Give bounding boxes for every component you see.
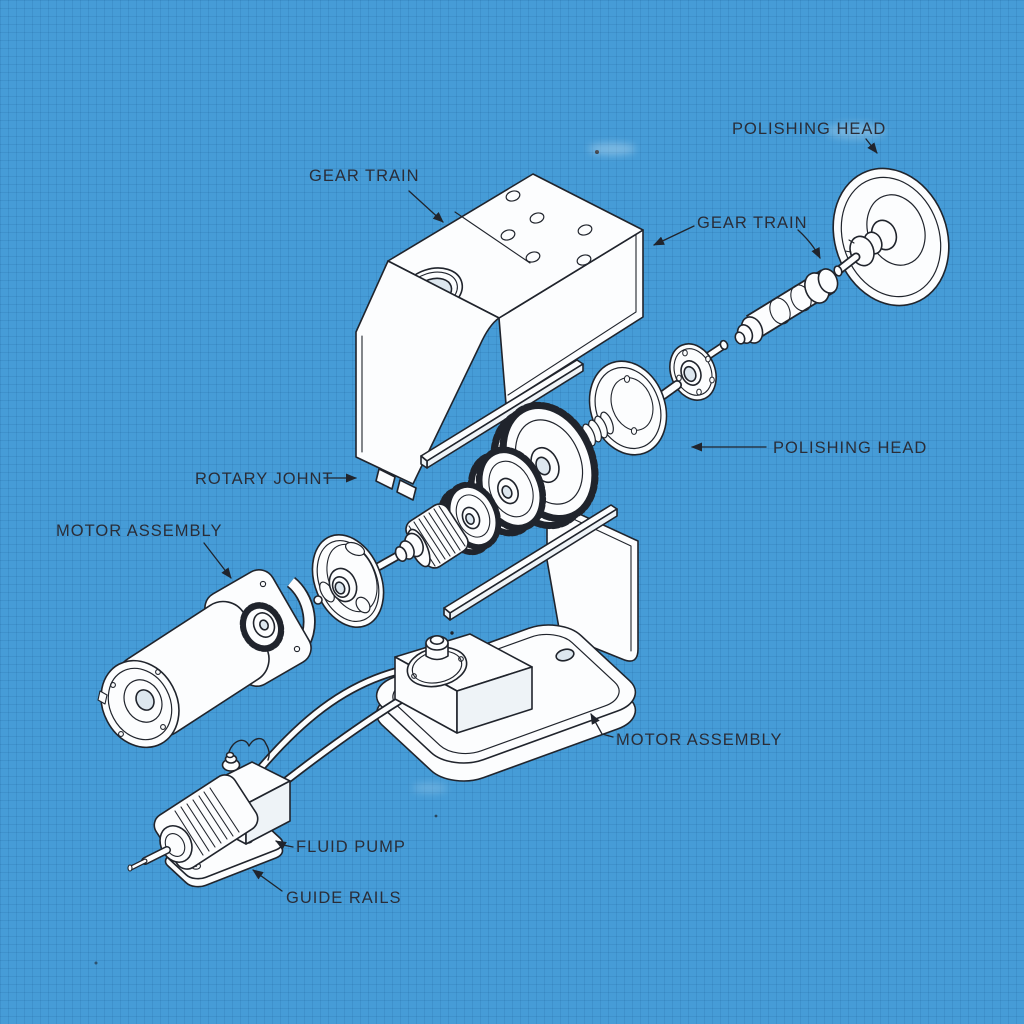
leader-gear-train-2-right [797,229,821,259]
gear-small [437,481,502,556]
bracket-foot [375,468,396,490]
bracket-foot [396,479,417,501]
label-polishing-head-2: POLISHING HEAD [773,439,928,457]
pump-wire [228,737,270,761]
pulley-wheel [311,534,385,628]
fluid-pump-unit [127,737,291,890]
bracket-holes [500,190,593,266]
motor-assembly-unit [97,569,312,749]
guide-rail-lower [443,504,618,621]
label-gear-train-2: GEAR TRAIN [697,214,808,232]
label-rotary-joint: ROTARY JOHNT [195,470,334,488]
label-motor-assembly-1: MOTOR ASSEMBLY [56,522,223,540]
leader-motor-assembly-2 [590,713,614,738]
tray-hole [555,648,575,662]
leader-guide-rails [252,869,283,892]
leader-motor-assembly-1 [203,542,232,579]
smudges [412,123,886,793]
label-motor-assembly-2: MOTOR ASSEMBLY [616,731,783,749]
guide-rail-upper [420,359,584,469]
leader-gear-train-1 [408,190,444,223]
label-gear-train-1: GEAR TRAIN [309,167,420,185]
label-fluid-pump: FLUID PUMP [296,838,406,856]
label-guide-rails: GUIDE RAILS [286,889,402,907]
gear-train [362,401,599,578]
leader-fluid-pump [275,840,294,850]
leader-polishing-head-1 [865,138,878,154]
fluid-hoses [254,666,407,796]
leader-gear-train-2-left [653,225,695,246]
label-polishing-head-1: POLISHING HEAD [732,120,887,138]
pump-mount-block [394,633,533,734]
leader-lines [203,138,878,892]
small-ball [313,595,323,605]
spacer-shaft [734,268,839,345]
polishing-head-disc [832,167,950,307]
top-bracket [355,173,644,501]
